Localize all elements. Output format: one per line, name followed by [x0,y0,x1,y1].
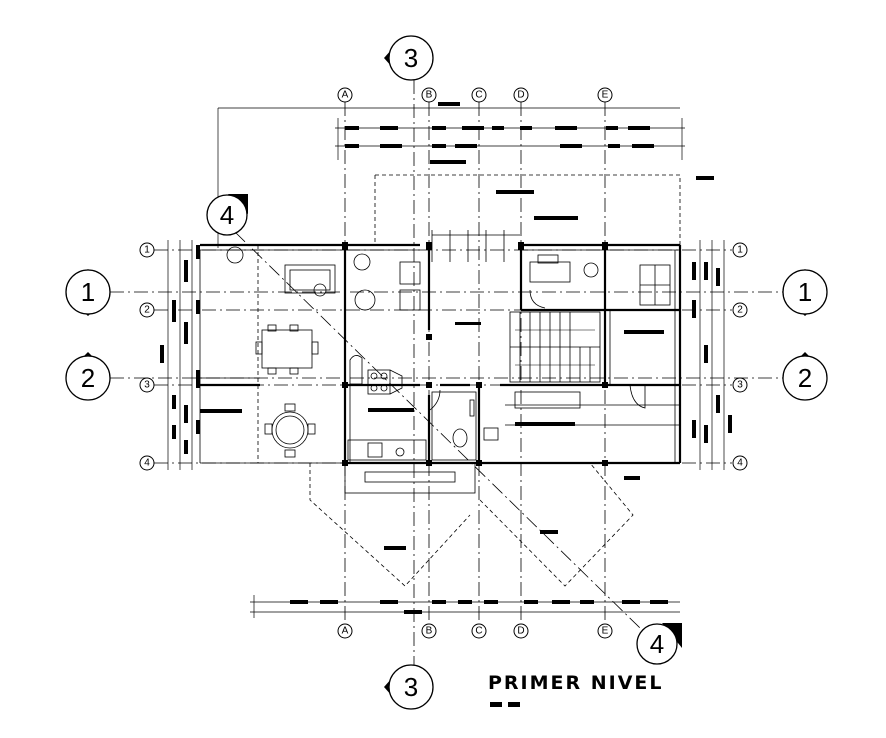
section-marker-1-right: 1 [798,277,812,307]
section-marker-4-bottom: 4 [650,629,664,659]
furniture [226,230,671,494]
section-marker-2-left: 2 [81,363,95,393]
grid-label-3-right: 3 [737,380,743,391]
section-marker-4-top: 4 [220,200,234,230]
grid-bubbles: A B C D E A B C D E 1 2 3 4 1 2 3 4 [139,87,748,639]
grid-label-e-top: E [602,90,609,101]
vertical-grid-lines [344,102,606,622]
grid-label-d-bottom: D [517,626,524,637]
grid-label-c-bottom: C [475,626,482,637]
horizontal-grid-lines [154,249,732,464]
grid-label-2-right: 2 [737,305,743,316]
grid-label-b-top: B [426,90,433,101]
grid-label-a-bottom: A [342,626,349,637]
section-marker-3-top: 3 [404,43,418,73]
section-marker-3-bottom: 3 [404,672,418,702]
dimension-labels [160,102,732,614]
grid-label-4-left: 4 [144,458,150,469]
title-underline-mark [508,702,520,707]
section-marker-2-right: 2 [798,363,812,393]
grid-label-2-left: 2 [144,305,150,316]
grid-label-d-top: D [517,90,524,101]
grid-label-1-right: 1 [737,245,743,256]
section-marker-1-left: 1 [81,277,95,307]
drawing-title: PRIMER NIVEL [488,672,664,694]
section-markers: 3 3 1 1 2 2 4 4 [65,35,828,710]
grid-label-3-left: 3 [144,380,150,391]
section-cut-lines [110,80,785,668]
grid-label-b-bottom: B [426,626,433,637]
staircase [509,311,601,383]
projection-outlines [257,174,681,587]
grid-label-e-bottom: E [602,626,609,637]
grid-label-a-top: A [342,90,349,101]
walls [199,242,682,466]
grid-label-c-top: C [475,90,482,101]
dimension-lines [167,107,725,618]
grid-label-1-left: 1 [144,245,150,256]
grid-label-4-right: 4 [737,458,743,469]
title-underline-mark [490,702,502,707]
